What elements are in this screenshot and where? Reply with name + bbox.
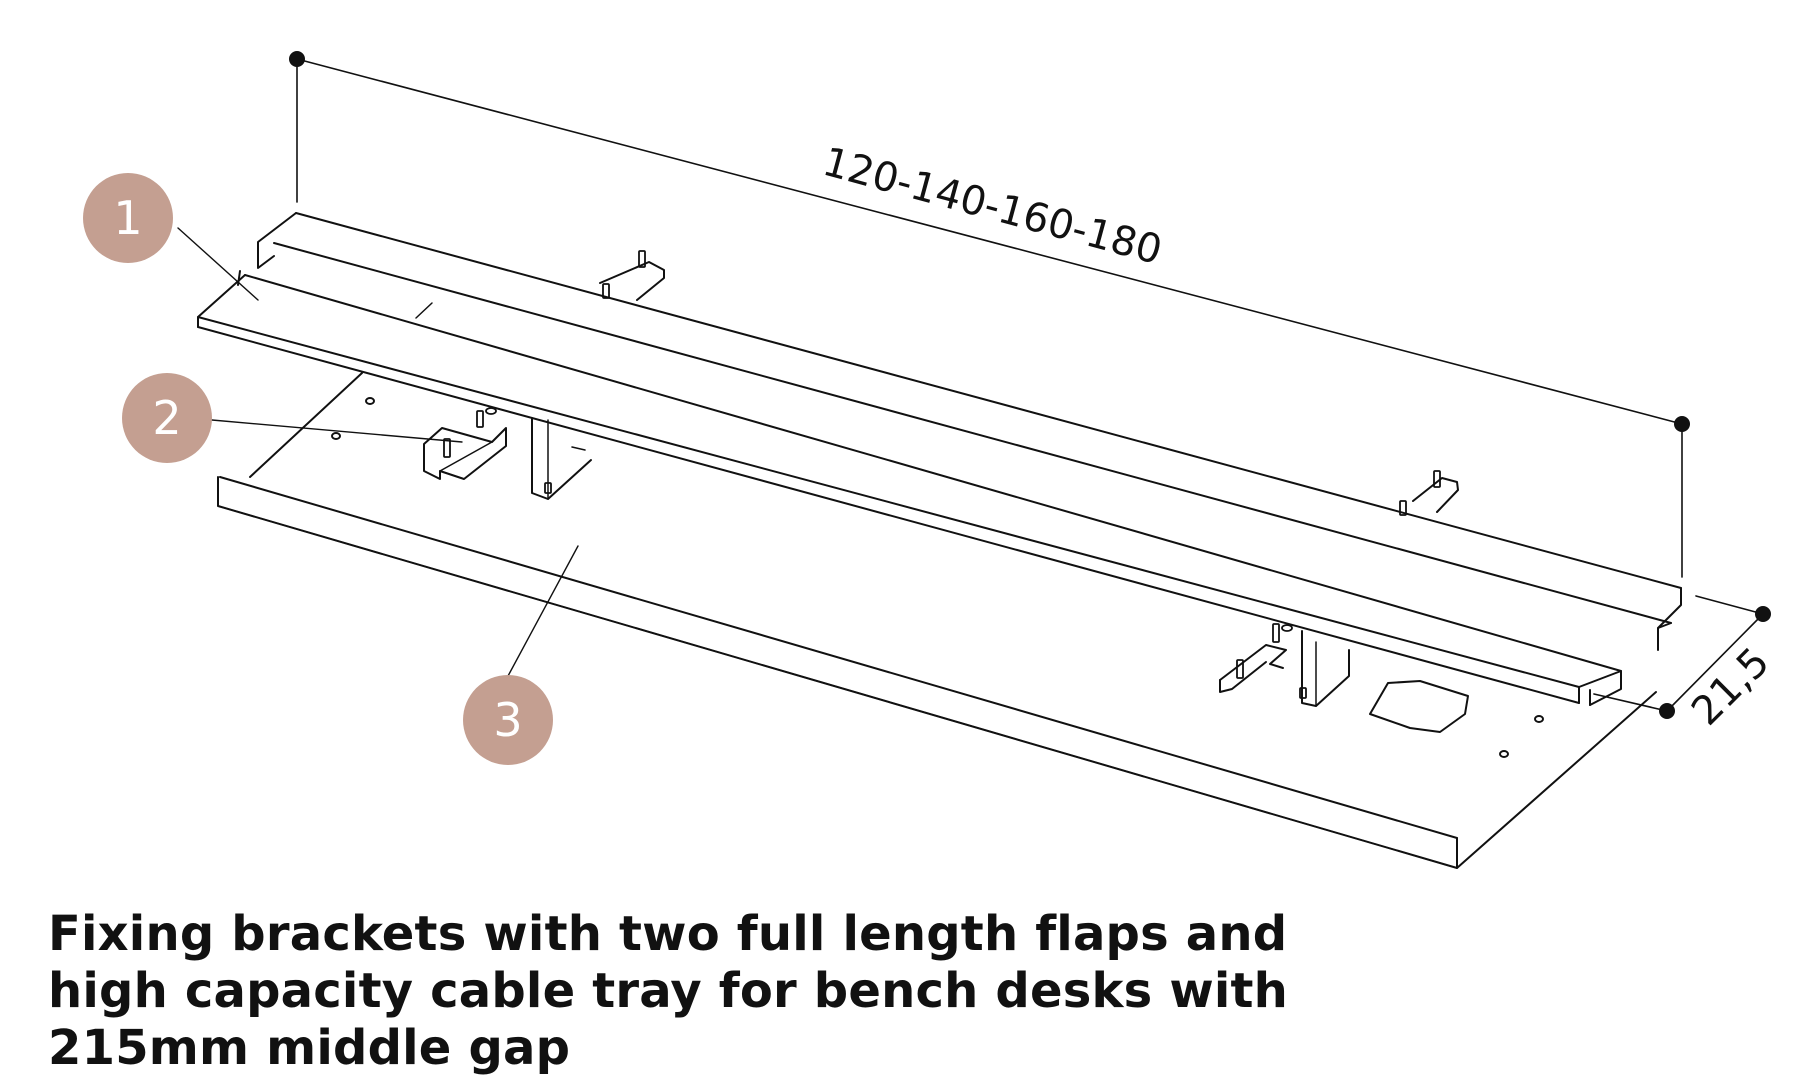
fixing-bracket-right bbox=[1219, 630, 1350, 707]
callout-2: 2 bbox=[122, 373, 212, 463]
fixing-bracket-left bbox=[423, 417, 592, 500]
callout-1-label: 1 bbox=[113, 191, 142, 245]
callout-1: 1 bbox=[83, 173, 173, 263]
cable-tray bbox=[217, 372, 1657, 869]
dimension-length-label: 120-140-160-180 bbox=[818, 139, 1167, 274]
callout-3: 3 bbox=[463, 675, 553, 765]
dimension-length bbox=[289, 51, 1690, 578]
leader-lines bbox=[177, 227, 579, 677]
flap-tabs bbox=[599, 261, 1459, 513]
callout-3-label: 3 bbox=[493, 693, 522, 747]
front-flap bbox=[197, 270, 1622, 706]
callout-2-label: 2 bbox=[152, 391, 181, 445]
diagram-caption: Fixing brackets with two full length fla… bbox=[48, 906, 1289, 1076]
dimension-depth bbox=[1593, 595, 1771, 719]
dimension-depth-label: 21,5 bbox=[1683, 639, 1779, 735]
rear-flap bbox=[257, 212, 1682, 651]
bolts bbox=[443, 250, 1441, 699]
